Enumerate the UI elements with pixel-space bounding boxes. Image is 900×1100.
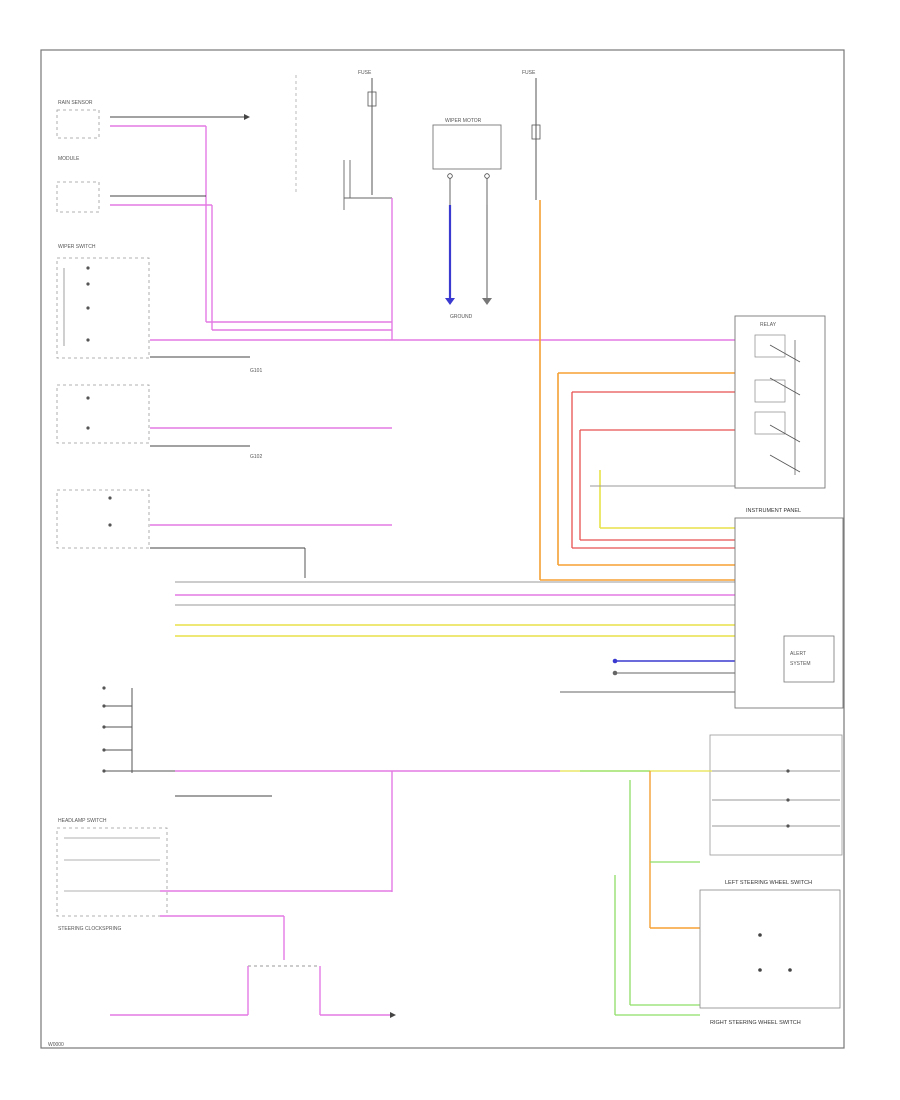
- steering-clockspring: STEERING CLOCKSPRING: [58, 926, 321, 1015]
- red-wires: [571, 391, 735, 549]
- module-label: MODULE: [58, 156, 80, 162]
- lower-right-wires: [560, 770, 712, 1016]
- footer-code: W0000: [48, 1042, 64, 1048]
- wiper-motor-label: WIPER MOTOR: [445, 118, 482, 124]
- fuse-top-right: FUSE: [522, 70, 541, 200]
- rain-sensor-block: RAIN SENSOR: [56, 100, 100, 139]
- right-steering-area: [709, 734, 843, 856]
- fuse-top-right-label: FUSE: [522, 70, 536, 76]
- diagram-frame: [40, 49, 845, 1049]
- relay-box: RELAY: [734, 315, 826, 489]
- svg-text:GROUND: GROUND: [450, 314, 473, 320]
- ground-g2-label: G102: [250, 454, 262, 460]
- fuse-top-left-label: FUSE: [358, 70, 372, 76]
- yellow-wires: [175, 470, 735, 637]
- orange-wire: [539, 200, 735, 581]
- wiper-switch-label: WIPER SWITCH: [58, 244, 96, 250]
- left-steering-switch-label: LEFT STEERING WHEEL SWITCH: [725, 880, 812, 886]
- svg-text:ALERT: ALERT: [790, 651, 806, 657]
- instrument-panel-label: INSTRUMENT PANEL: [746, 508, 801, 514]
- fuse-top-left: FUSE: [343, 70, 392, 210]
- steering-clockspring-label: STEERING CLOCKSPRING: [58, 926, 121, 932]
- switch-block-3: [56, 489, 150, 549]
- rain-sensor-label: RAIN SENSOR: [58, 100, 93, 106]
- violet-wire-bundle-left: [110, 125, 735, 526]
- black-wire-stubs-left: [110, 114, 306, 578]
- left-steering-switch: LEFT STEERING WHEEL SWITCH RIGHT STEERIN…: [699, 880, 841, 1026]
- wiper-motor-block: WIPER MOTOR GROUND: [432, 118, 502, 320]
- right-steering-switch-label: RIGHT STEERING WHEEL SWITCH: [710, 1020, 801, 1026]
- module-block: MODULE: [56, 156, 100, 213]
- lower-left-switch-column: [102, 686, 175, 773]
- blue-wires-panel: [560, 658, 735, 693]
- ground-g1-label: G101: [250, 368, 262, 374]
- ground-markers: G101 G102: [250, 368, 262, 460]
- switch-block-2: [56, 384, 150, 444]
- relay-box-label: RELAY: [760, 322, 777, 328]
- instrument-panel: INSTRUMENT PANEL ALERT SYSTEM: [734, 508, 844, 709]
- headlamp-switch-label: HEADLAMP SWITCH: [58, 818, 107, 824]
- svg-text:SYSTEM: SYSTEM: [790, 661, 811, 667]
- wiper-switch-block: WIPER SWITCH: [56, 244, 150, 359]
- gray-wires-mid: [175, 485, 735, 606]
- headlamp-switch: HEADLAMP SWITCH: [56, 818, 168, 917]
